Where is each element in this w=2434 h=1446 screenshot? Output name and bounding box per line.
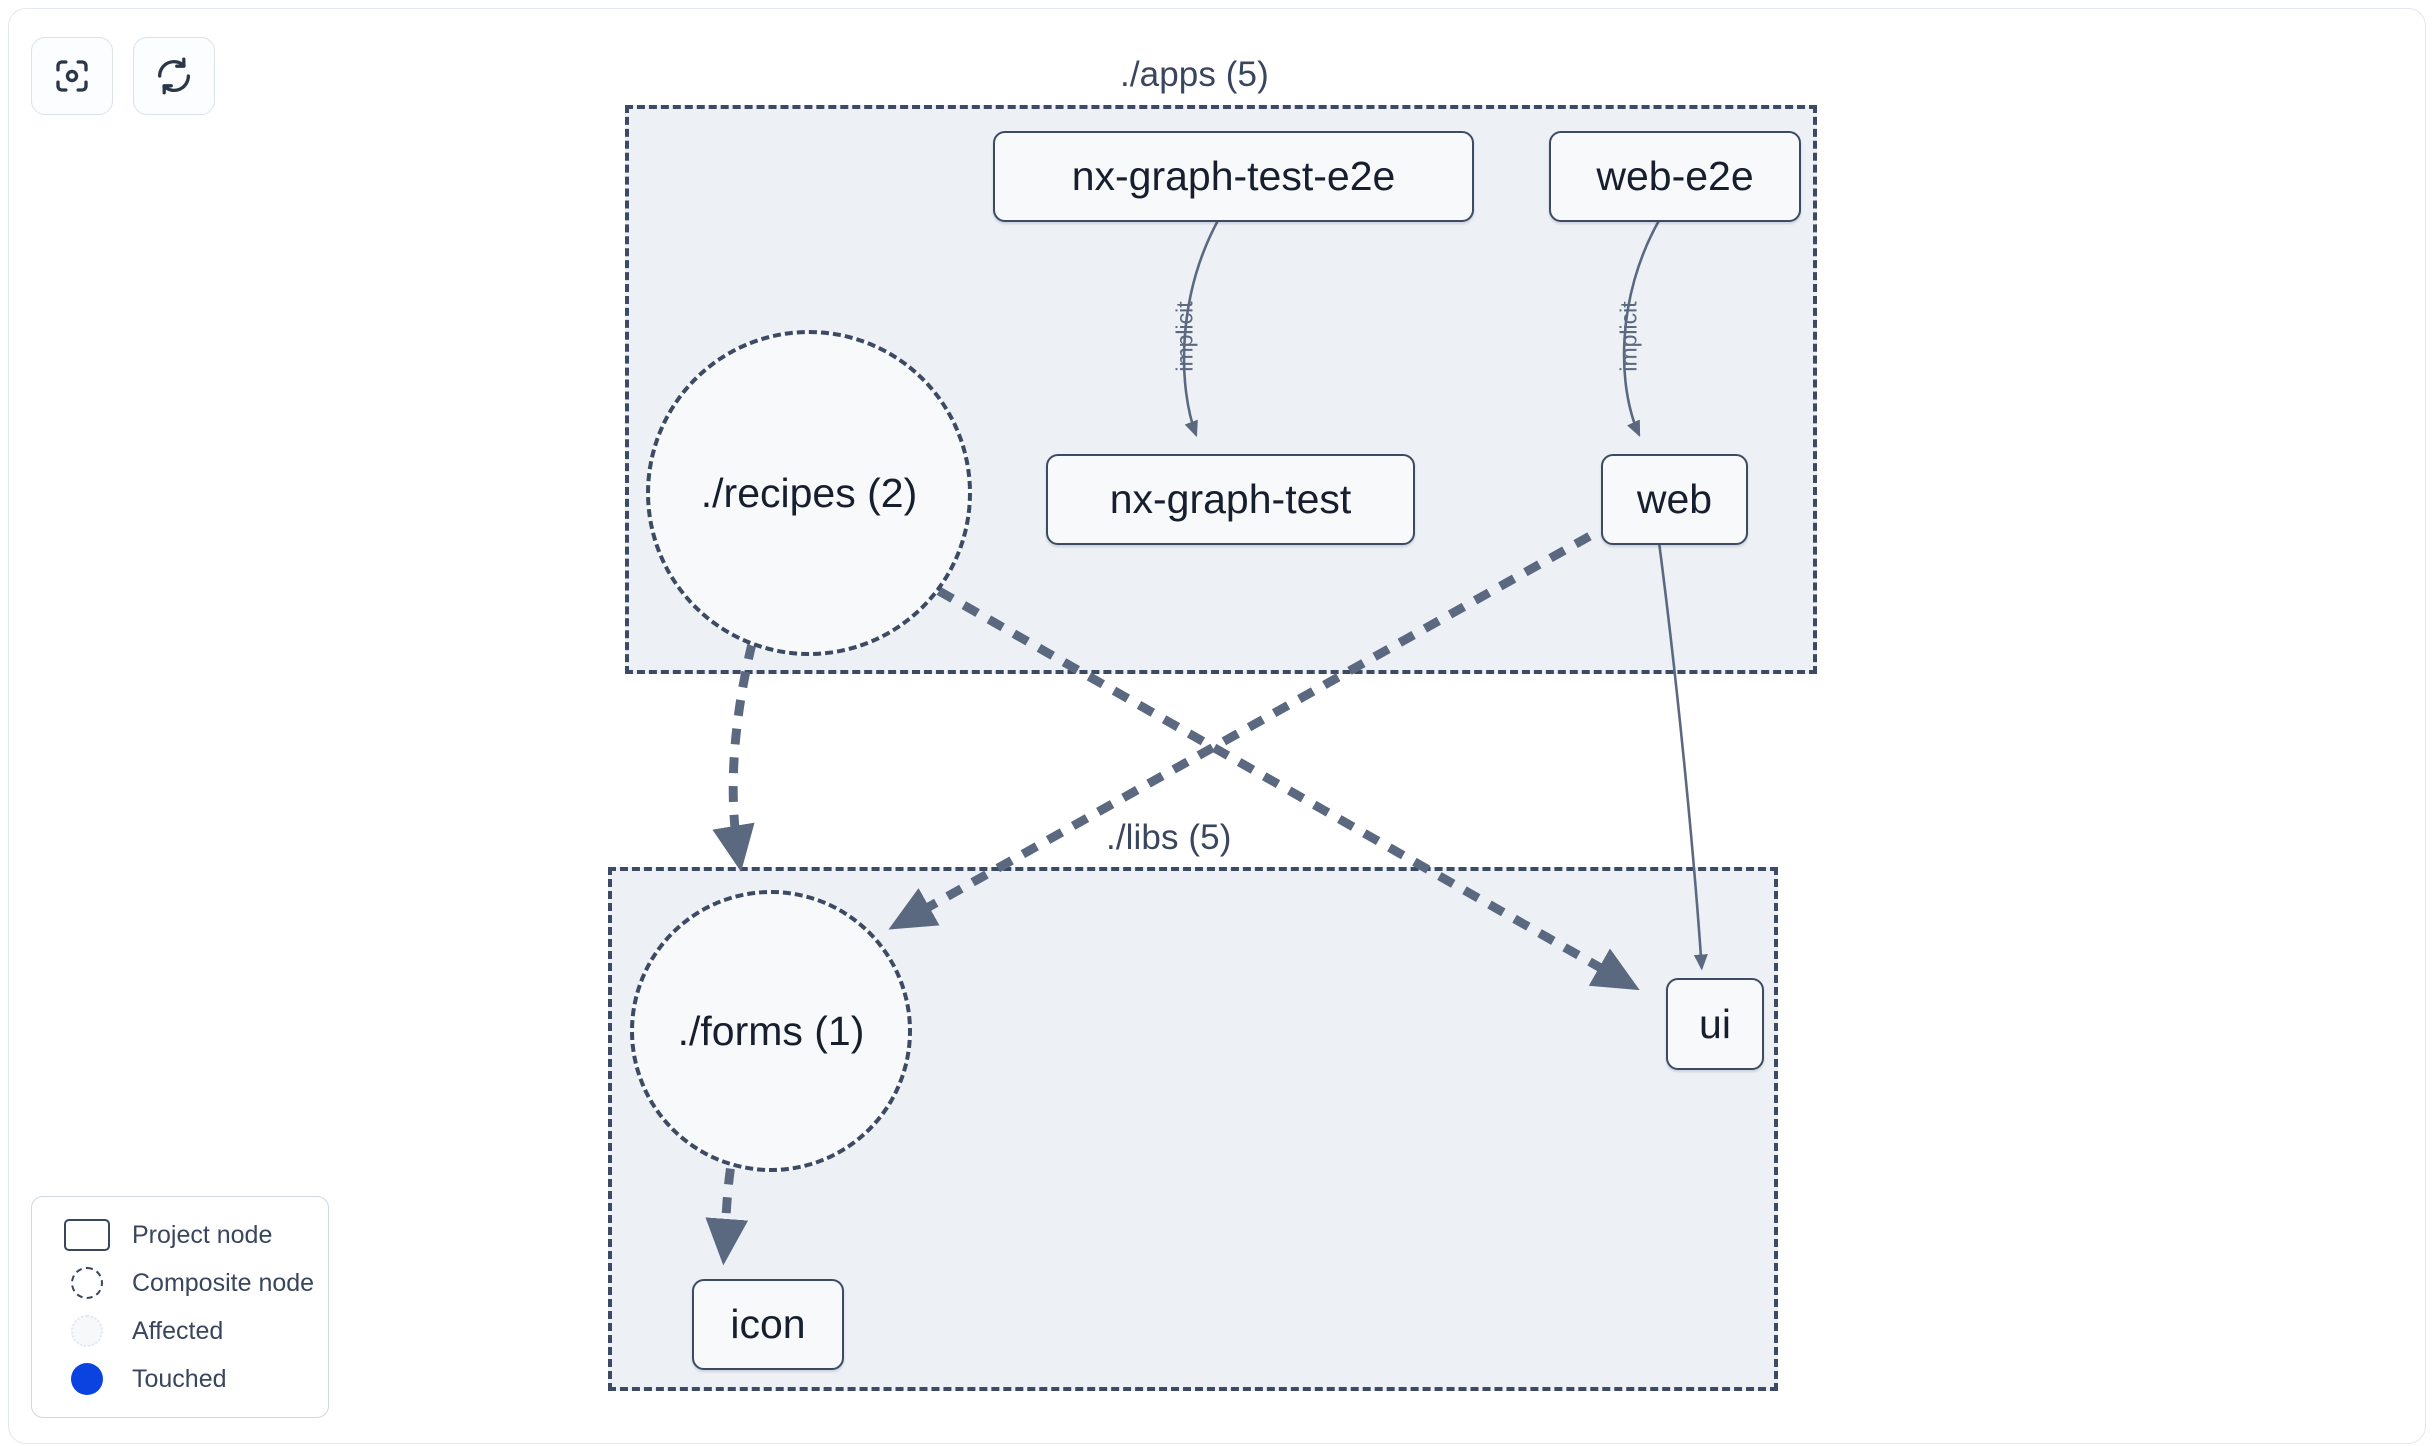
group-label-libs: ./libs (5) — [1096, 818, 1242, 858]
legend-label-touched: Touched — [132, 1364, 227, 1393]
node-forms[interactable]: ./forms (1) — [630, 890, 912, 1172]
node-nx-graph-test[interactable]: nx-graph-test — [1046, 454, 1415, 545]
node-web-e2e[interactable]: web-e2e — [1549, 131, 1801, 222]
refresh-icon — [153, 55, 195, 97]
project-node-swatch-icon — [64, 1218, 110, 1252]
group-label-apps: ./apps (5) — [1110, 55, 1279, 95]
legend-item-composite-node: Composite node — [64, 1259, 328, 1307]
legend-item-affected: Affected — [64, 1307, 328, 1355]
node-icon[interactable]: icon — [692, 1279, 844, 1370]
focus-graph-button[interactable] — [31, 37, 113, 115]
node-ui[interactable]: ui — [1666, 978, 1764, 1070]
focus-target-icon — [51, 55, 93, 97]
legend-item-touched: Touched — [64, 1355, 328, 1403]
legend-label-affected: Affected — [132, 1316, 224, 1345]
touched-swatch-icon — [64, 1362, 110, 1396]
node-web[interactable]: web — [1601, 454, 1748, 545]
affected-swatch-icon — [64, 1314, 110, 1348]
legend-label-composite-node: Composite node — [132, 1268, 315, 1297]
edge-label-implicit-2: implicit — [1615, 301, 1642, 372]
node-recipes[interactable]: ./recipes (2) — [646, 330, 972, 656]
edge-label-implicit-1: implicit — [1171, 301, 1198, 372]
legend-label-project-node: Project node — [132, 1220, 273, 1249]
graph-toolbar — [31, 37, 215, 115]
refresh-graph-button[interactable] — [133, 37, 215, 115]
graph-legend: Project node Composite node Affected Tou… — [31, 1196, 329, 1418]
node-nx-graph-test-e2e[interactable]: nx-graph-test-e2e — [993, 131, 1474, 222]
legend-item-project-node: Project node — [64, 1211, 328, 1259]
composite-node-swatch-icon — [64, 1266, 110, 1300]
